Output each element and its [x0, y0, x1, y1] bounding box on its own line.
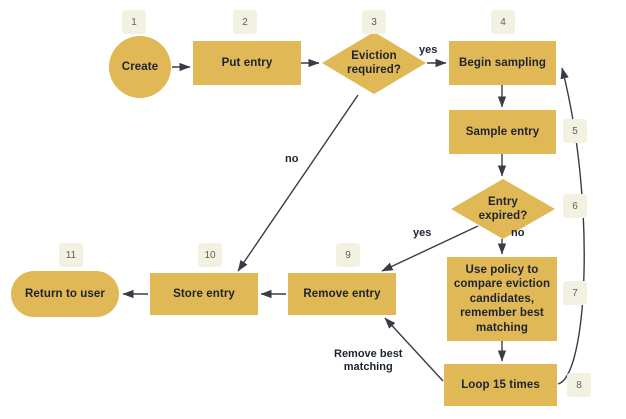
node-label: Store entry — [173, 287, 235, 300]
node-badge-11: 11 — [59, 243, 83, 267]
node-badge-8: 8 — [567, 373, 591, 397]
node-badge-4: 4 — [491, 10, 515, 34]
node-n11[interactable]: Return to user — [11, 271, 119, 317]
node-label: Eviction required? — [347, 49, 401, 76]
node-badge-6: 6 — [563, 194, 587, 218]
edge-label-e-no-2: no — [511, 227, 525, 239]
node-label: Use policy to compare eviction candidate… — [453, 264, 551, 334]
node-n6[interactable]: Entry expired? — [451, 179, 555, 239]
node-n3[interactable]: Eviction required? — [322, 32, 426, 94]
edge-label-e-yes-1: yes — [419, 44, 438, 56]
edge-label-e-no-1: no — [285, 153, 299, 165]
node-n8[interactable]: Loop 15 times — [444, 364, 557, 406]
edge-loop-begin — [557, 67, 585, 385]
node-badge-7: 7 — [563, 281, 587, 305]
node-n2[interactable]: Put entry — [193, 41, 301, 85]
node-label: Create — [121, 60, 159, 73]
edge-label-e-yes-2: yes — [413, 227, 432, 239]
node-label: Sample entry — [465, 125, 540, 138]
node-badge-9: 9 — [336, 243, 360, 267]
node-label: Remove entry — [303, 287, 381, 300]
node-label: Put entry — [221, 56, 273, 69]
node-badge-10: 10 — [198, 243, 222, 267]
node-badge-5: 5 — [563, 119, 587, 143]
edge-label-e-remove: Remove best matching — [334, 348, 403, 374]
node-label: Entry expired? — [478, 195, 528, 222]
node-label: Return to user — [25, 287, 105, 300]
node-badge-1: 1 — [122, 10, 146, 34]
node-badge-3: 3 — [362, 10, 386, 34]
node-n9[interactable]: Remove entry — [288, 273, 396, 315]
node-n7[interactable]: Use policy to compare eviction candidate… — [447, 257, 557, 341]
node-n4[interactable]: Begin sampling — [449, 41, 556, 85]
node-n10[interactable]: Store entry — [150, 273, 258, 315]
node-badge-2: 2 — [233, 10, 257, 34]
node-label: Loop 15 times — [461, 378, 540, 391]
node-n1[interactable]: Create — [109, 36, 171, 98]
node-n5[interactable]: Sample entry — [449, 110, 556, 154]
node-label: Begin sampling — [458, 56, 547, 69]
